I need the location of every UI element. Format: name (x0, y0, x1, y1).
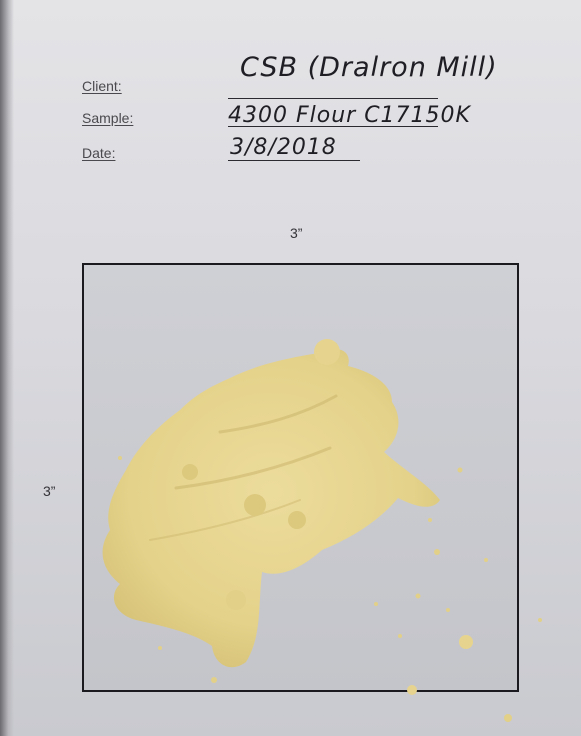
sample-value: 4300 Flour C17150K (228, 103, 471, 128)
date-label: Date: (82, 145, 116, 161)
client-value: CSB (Dralron Mill) (240, 52, 498, 83)
left-edge-shadow (0, 0, 14, 736)
sample-underline (228, 126, 438, 127)
dimension-label-side: 3” (43, 483, 56, 499)
dimension-label-top: 3” (290, 225, 303, 241)
sample-overline (228, 98, 438, 99)
date-underline (228, 160, 360, 161)
sample-label: Sample: (82, 110, 134, 126)
date-value: 3/8/2018 (230, 135, 337, 160)
client-label: Client: (82, 78, 122, 94)
